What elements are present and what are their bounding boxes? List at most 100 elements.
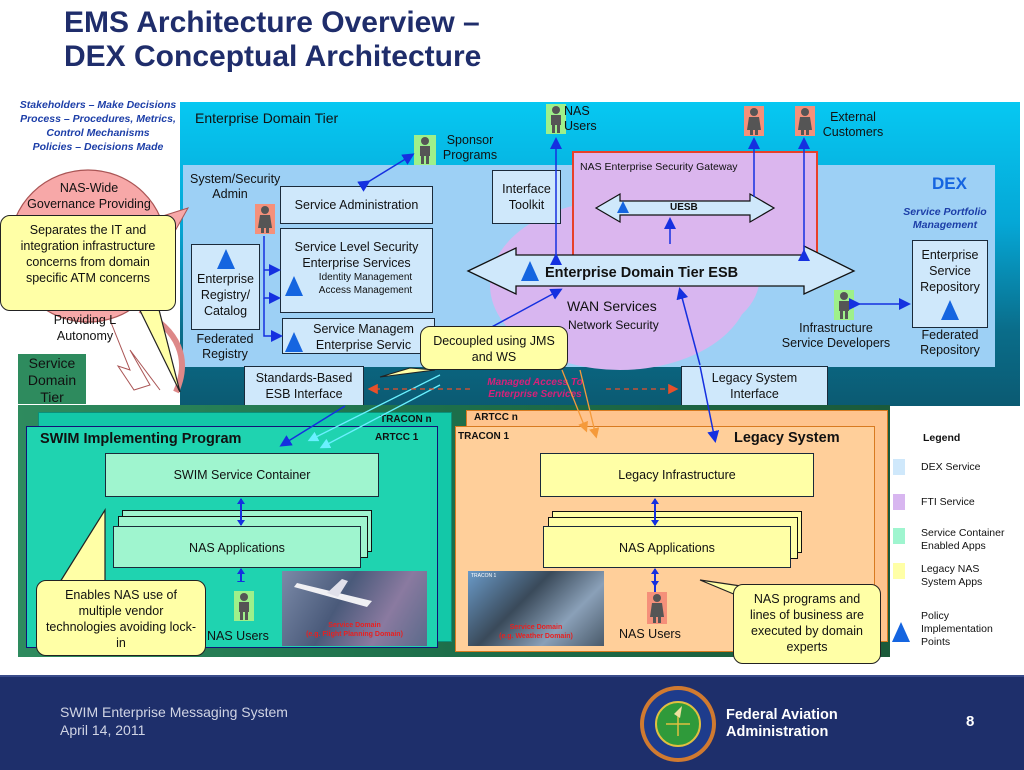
legacy-iface-line-2: Interface xyxy=(730,387,779,401)
sponsor-line-2: Programs xyxy=(442,148,498,162)
legend-text-container: Service Container Enabled Apps xyxy=(921,527,1004,553)
legacy-iface-line-1: Legacy System xyxy=(711,371,798,385)
footer-bar xyxy=(0,675,1024,770)
sls-line-1: Service Level Security xyxy=(294,240,419,254)
federated-repository-label: Federated Repository xyxy=(908,328,992,358)
fed-registry-line-1: Federated xyxy=(196,332,254,346)
legacy-infrastructure-box[interactable]: Legacy Infrastructure xyxy=(540,453,814,497)
swim-arrows xyxy=(237,498,245,582)
legend-legacy-line-2: System Apps xyxy=(921,576,983,588)
legend-policy-line-3: Points xyxy=(921,636,951,648)
esr-line-2: Service xyxy=(929,264,971,278)
legend-text-dex: DEX Service xyxy=(921,461,981,473)
sdt-line-2: Domain xyxy=(27,372,77,388)
weather-photo: TRACON 1 Service Domain (e.g. Weather Do… xyxy=(468,571,604,646)
fed-repo-line-2: Repository xyxy=(920,343,980,357)
legacy-nas-users-label: NAS Users xyxy=(619,627,681,641)
sys-admin-label: System/Security Admin xyxy=(190,172,280,202)
external-customer-person-icon-2 xyxy=(795,106,815,136)
esb-label: Enterprise Domain Tier ESB xyxy=(545,265,739,281)
footer-date: April 14, 2011 xyxy=(60,722,146,738)
service-administration-box[interactable]: Service Administration xyxy=(280,186,433,224)
weather-photo-tag: TRACON 1 xyxy=(471,573,497,579)
registry-line-3: Catalog xyxy=(203,304,248,318)
portfolio-line-2: Management xyxy=(912,219,978,231)
weather-photo-caption: Service Domain (e.g. Weather Domain) xyxy=(468,623,604,641)
stakeholders-text: Stakeholders – Make Decisions Process – … xyxy=(0,98,196,154)
policy-point-esb-icon xyxy=(521,261,539,281)
federated-registry-label: Federated Registry xyxy=(188,332,262,362)
policy-point-svc-mgmt-icon xyxy=(285,332,303,352)
toolkit-line-2: Toolkit xyxy=(508,198,545,212)
infra-dev-label: Infrastructure Service Developers xyxy=(770,321,902,351)
legend-policy-point-icon xyxy=(892,622,910,642)
swim-service-container-box[interactable]: SWIM Service Container xyxy=(105,453,379,497)
agency-line-2: Administration xyxy=(726,724,829,740)
std-esb-line-2: ESB Interface xyxy=(265,387,343,401)
faa-seal-logo xyxy=(640,686,716,762)
infra-dev-line-1: Infrastructure xyxy=(799,321,873,335)
governance-bubble-bottom: Providing L Autonomy xyxy=(20,312,150,344)
flight-photo-caption-2: (e.g. Flight Planning Domain) xyxy=(306,631,403,638)
legacy-nas-user-person-icon xyxy=(647,592,667,624)
infra-dev-line-2: Service Developers xyxy=(781,336,891,350)
interface-toolkit-box[interactable]: Interface Toolkit xyxy=(492,170,561,224)
sponsor-programs-label: Sponsor Programs xyxy=(440,133,500,163)
toolkit-line-1: Interface xyxy=(502,182,551,196)
enterprise-esb-arrow xyxy=(466,244,856,296)
sdt-line-1: Service xyxy=(28,355,76,371)
sdt-line-3: Tier xyxy=(40,389,64,405)
governance-bubble-top: NAS-Wide Governance Providing xyxy=(10,180,168,212)
legend-container-line-1: Service Container xyxy=(921,527,1005,539)
nas-users-top-line-2: Users xyxy=(564,119,597,133)
nas-users-person-icon xyxy=(546,104,566,134)
legend-title: Legend xyxy=(923,432,961,444)
standards-based-esb-interface-box[interactable]: Standards-Based ESB Interface xyxy=(244,366,364,406)
uesb-arrow xyxy=(594,192,776,224)
callout-programs: NAS programs and lines of business are e… xyxy=(733,584,881,664)
fed-registry-line-2: Registry xyxy=(202,347,248,361)
flight-photo-caption: Service Domain (e.g. Flight Planning Dom… xyxy=(282,621,427,639)
sys-admin-line-2: Admin xyxy=(212,187,248,201)
managed-line-2: Enterprise Services xyxy=(488,389,582,400)
legend-policy-line-1: Policy xyxy=(921,610,950,622)
policy-point-registry-icon xyxy=(217,249,235,269)
tracon-n-label: TRACON n xyxy=(380,414,432,425)
legend-text-policy: Policy Implementation Points xyxy=(921,610,993,649)
service-domain-tier-tab xyxy=(18,354,86,404)
svc-mgmt-line-1: Service Managem xyxy=(313,322,414,336)
stakeholders-line-3: Control Mechanisms xyxy=(46,127,150,139)
swim-nas-applications-box[interactable]: NAS Applications xyxy=(113,526,361,568)
external-line-1: External xyxy=(830,110,876,124)
flight-photo-caption-1: Service Domain xyxy=(328,622,381,629)
sls-identity-mgmt: Identity Management xyxy=(318,272,413,283)
external-line-2: Customers xyxy=(822,125,884,139)
sponsor-line-1: Sponsor xyxy=(446,133,494,147)
nas-users-top-line-1: NAS xyxy=(564,104,590,118)
weather-photo-caption-1: Service Domain xyxy=(509,624,563,631)
policy-point-esr-icon xyxy=(941,300,959,320)
stakeholders-line-2: Process – Procedures, Metrics, xyxy=(20,113,176,125)
service-portfolio-label: Service Portfolio Management xyxy=(893,206,997,232)
artcc-1-label: ARTCC 1 xyxy=(375,432,419,443)
faa-agency-name: Federal Aviation Administration xyxy=(726,707,838,741)
title-line-1: EMS Architecture Overview – xyxy=(64,6,480,39)
service-management-box[interactable]: Service Managem Enterprise Servic xyxy=(282,318,435,354)
callout-enables: Enables NAS use of multiple vendor techn… xyxy=(36,580,206,656)
legacy-arrows xyxy=(651,498,659,593)
legend-policy-line-2: Implementation xyxy=(921,623,993,635)
legend-swatch-dex xyxy=(893,459,905,475)
fed-repo-line-1: Federated xyxy=(921,328,979,342)
callout-decoupled: Decoupled using JMS and WS xyxy=(420,326,568,370)
external-customer-person-icon-1 xyxy=(744,106,764,136)
legacy-system-interface-box[interactable]: Legacy System Interface xyxy=(681,366,828,406)
legend-swatch-container xyxy=(893,528,905,544)
governance-line-3: Providing L xyxy=(53,313,117,327)
legend-legacy-line-1: Legacy NAS xyxy=(921,563,980,575)
legend-text-fti: FTI Service xyxy=(921,496,975,508)
service-level-security-box[interactable]: Service Level Security Enterprise Servic… xyxy=(280,228,433,313)
tracon-1-label: TRACON 1 xyxy=(458,431,510,442)
uesb-label: UESB xyxy=(670,202,698,213)
legacy-nas-applications-box[interactable]: NAS Applications xyxy=(543,526,791,568)
wan-services-label: WAN Services xyxy=(567,298,657,314)
